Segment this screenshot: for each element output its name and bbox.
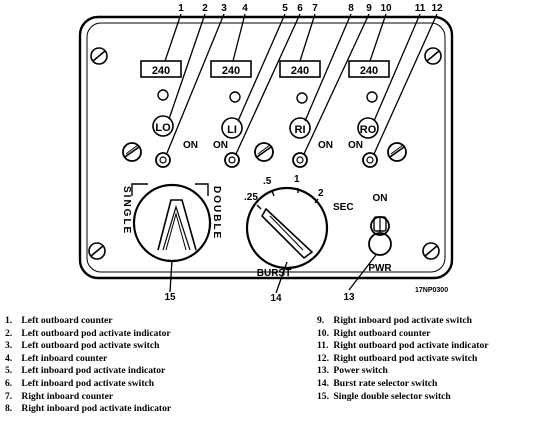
legend-item: 7. Right inboard counter: [5, 390, 114, 402]
pod-switch-ro[interactable]: [362, 152, 378, 168]
svg-text:12: 12: [431, 3, 443, 14]
legend-item: 6. Left inboard pod activate switch: [5, 377, 155, 389]
corner-screw-top-right: [424, 47, 442, 65]
svg-text:240: 240: [152, 65, 170, 77]
screw-1: [122, 142, 142, 162]
single-double-bracket: [131, 183, 209, 196]
legend-item: 14. Burst rate selector switch: [317, 377, 438, 389]
indicator-ri: [296, 92, 308, 104]
selector-double-label: DOUBLE: [211, 186, 222, 240]
svg-text:240: 240: [360, 65, 378, 77]
burst-mark-1: 1: [294, 174, 300, 185]
panel-inner-outline: [86, 22, 446, 273]
figure-code: 17NP0300: [415, 287, 448, 294]
on-label-li: ON: [213, 140, 228, 151]
pod-switch-lo[interactable]: [155, 152, 171, 168]
svg-text:4: 4: [242, 3, 248, 14]
svg-text:15: 15: [164, 292, 176, 303]
burst-mark-2: 2: [318, 188, 324, 199]
burst-mark-025: .25: [244, 192, 258, 203]
pod-switch-ri[interactable]: [292, 152, 308, 168]
power-label: PWR: [368, 263, 392, 274]
legend-right: 9. Right inboard pod activate switch 10.…: [317, 315, 489, 403]
corner-screw-bottom-left: [88, 242, 106, 260]
burst-mark-05: .5: [263, 176, 272, 187]
svg-text:RO: RO: [360, 124, 377, 136]
lamp-lo: LO: [152, 115, 174, 137]
counter-left-outboard: 240: [140, 60, 182, 78]
legend-item: 15. Single double selector switch: [317, 390, 451, 402]
legend-item: 10. Right outboard counter: [317, 327, 431, 339]
svg-text:8: 8: [348, 3, 354, 14]
legend-left: 1. Left outboard counter 2. Left outboar…: [5, 315, 171, 416]
on-label-lo: ON: [183, 140, 198, 151]
legend-item: 2. Left outboard pod activate indicator: [5, 327, 171, 339]
svg-text:240: 240: [222, 65, 240, 77]
lamp-ro: RO: [357, 117, 379, 139]
screw-2: [254, 142, 274, 162]
on-label-ro: ON: [348, 140, 363, 151]
legend-item: 5. Left inboard pod activate indicator: [5, 365, 166, 377]
counter-left-inboard: 240: [210, 60, 252, 78]
legend-item: 1. Left outboard counter: [5, 315, 113, 326]
svg-text:5: 5: [282, 3, 288, 14]
screw-3: [387, 142, 407, 162]
legend-item: 9. Right inboard pod activate switch: [317, 315, 472, 326]
corner-screw-top-left: [90, 47, 108, 65]
svg-text:2: 2: [202, 3, 208, 14]
counter-right-inboard: 240: [279, 60, 321, 78]
svg-text:RI: RI: [295, 124, 306, 136]
legend-item: 4. Left inboard counter: [5, 352, 108, 364]
burst-rate-selector[interactable]: [245, 186, 329, 270]
legend-item: 12. Right outboard pod activate switch: [317, 352, 478, 364]
svg-text:13: 13: [343, 292, 355, 303]
indicator-li: [229, 91, 241, 103]
svg-text:9: 9: [366, 3, 372, 14]
svg-text:11: 11: [415, 3, 426, 14]
svg-text:3: 3: [221, 3, 227, 14]
burst-unit-label: SEC: [333, 202, 354, 213]
callout-leaders: [164, 13, 438, 294]
counter-right-outboard: 240: [348, 60, 390, 78]
corner-screw-bottom-right: [422, 242, 440, 260]
power-on-label: ON: [373, 193, 388, 204]
indicator-ro: [366, 91, 378, 103]
on-label-ri: ON: [318, 140, 333, 151]
pod-switch-li[interactable]: [224, 152, 240, 168]
selector-single-label: SINGLE: [121, 186, 132, 235]
svg-text:7: 7: [312, 3, 318, 14]
legend-item: 8. Right inboard pod activate indicator: [5, 403, 172, 415]
svg-text:6: 6: [297, 3, 303, 14]
svg-text:LO: LO: [155, 122, 171, 134]
single-double-selector[interactable]: [132, 183, 212, 263]
lamp-li: LI: [221, 117, 243, 139]
svg-text:10: 10: [380, 3, 392, 14]
legend-item: 11. Right outboard pod activate indicato…: [317, 340, 489, 352]
indicator-lo: [157, 89, 169, 101]
burst-title: BURST: [257, 268, 291, 279]
burst-tick-marks: [256, 188, 319, 210]
svg-text:1: 1: [178, 3, 184, 14]
svg-text:240: 240: [291, 65, 309, 77]
panel-outline: [78, 15, 454, 280]
callout-numbers: 1 2 3 4 5 6 7 8 9 10 11 12 13 14 15: [164, 3, 443, 304]
lamp-ri: RI: [289, 117, 311, 139]
svg-text:14: 14: [270, 293, 282, 304]
power-toggle-switch[interactable]: [368, 216, 392, 256]
legend-item: 13. Power switch: [317, 365, 388, 377]
svg-text:LI: LI: [227, 124, 237, 136]
legend-item: 3. Left outboard pod activate switch: [5, 340, 160, 352]
